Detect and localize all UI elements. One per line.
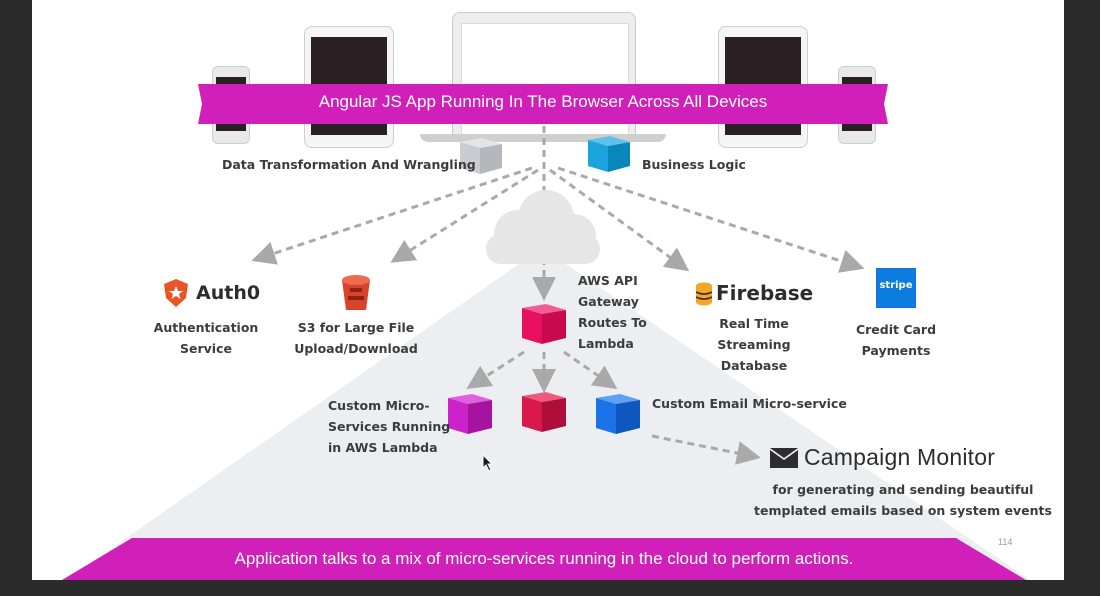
bottom-banner-shape bbox=[62, 538, 1026, 580]
arrow-to-campaign-monitor bbox=[651, 434, 761, 465]
arrow-to-stripe bbox=[557, 166, 865, 273]
top-banner-text: Angular JS App Running In The Browser Ac… bbox=[318, 92, 768, 111]
data-transformation-label: Data Transformation And Wrangling bbox=[222, 157, 476, 172]
auth0-brand: Auth0 bbox=[196, 282, 261, 304]
api-gateway-cube-icon bbox=[522, 304, 566, 344]
cloud-icon bbox=[486, 190, 600, 264]
stripe-caption: Credit Card Payments bbox=[855, 322, 937, 358]
arrow-to-micro-1 bbox=[466, 350, 525, 389]
aws-api-gateway-label: AWS API Gateway Routes To Lambda bbox=[578, 273, 647, 351]
arrow-to-s3 bbox=[390, 168, 539, 263]
custom-email-label: Custom Email Micro-service bbox=[652, 396, 847, 411]
arrow-to-firebase bbox=[549, 168, 690, 272]
purple-cube-icon bbox=[448, 394, 492, 434]
firebase-brand: Firebase bbox=[716, 281, 814, 305]
business-logic-label: Business Logic bbox=[642, 157, 746, 172]
firebase-database-icon bbox=[695, 282, 713, 306]
gray-cube-icon bbox=[460, 138, 502, 174]
campaign-monitor-caption: for generating and sending beautiful tem… bbox=[754, 482, 1052, 518]
auth0-logo-icon bbox=[164, 279, 188, 307]
custom-micro-services-label: Custom Micro- Services Running in AWS La… bbox=[328, 398, 451, 455]
top-banner-shape bbox=[198, 84, 888, 124]
stripe-brand: stripe bbox=[879, 280, 913, 291]
arrow-to-micro-3 bbox=[563, 350, 618, 390]
auth0-caption: Authentication Service bbox=[153, 320, 259, 356]
page-number: 114 bbox=[998, 537, 1013, 547]
bottom-banner-text: Application talks to a mix of micro-serv… bbox=[234, 549, 854, 568]
red-cube-icon bbox=[522, 392, 566, 432]
s3-bucket-icon bbox=[342, 275, 370, 310]
slide: Angular JS App Running In The Browser Ac… bbox=[32, 0, 1064, 580]
stripe-logo-icon: stripe bbox=[876, 268, 916, 308]
firebase-caption: Real Time Streaming Database bbox=[717, 316, 791, 373]
connectors bbox=[251, 126, 865, 465]
blue-cube-icon bbox=[596, 394, 640, 434]
campaign-monitor-brand: Campaign Monitor bbox=[804, 444, 996, 470]
s3-caption: S3 for Large File Upload/Download bbox=[294, 320, 418, 356]
mouse-cursor-icon bbox=[482, 454, 494, 472]
cyan-cube-icon bbox=[588, 136, 630, 172]
campaign-monitor-envelope-icon bbox=[770, 448, 798, 468]
